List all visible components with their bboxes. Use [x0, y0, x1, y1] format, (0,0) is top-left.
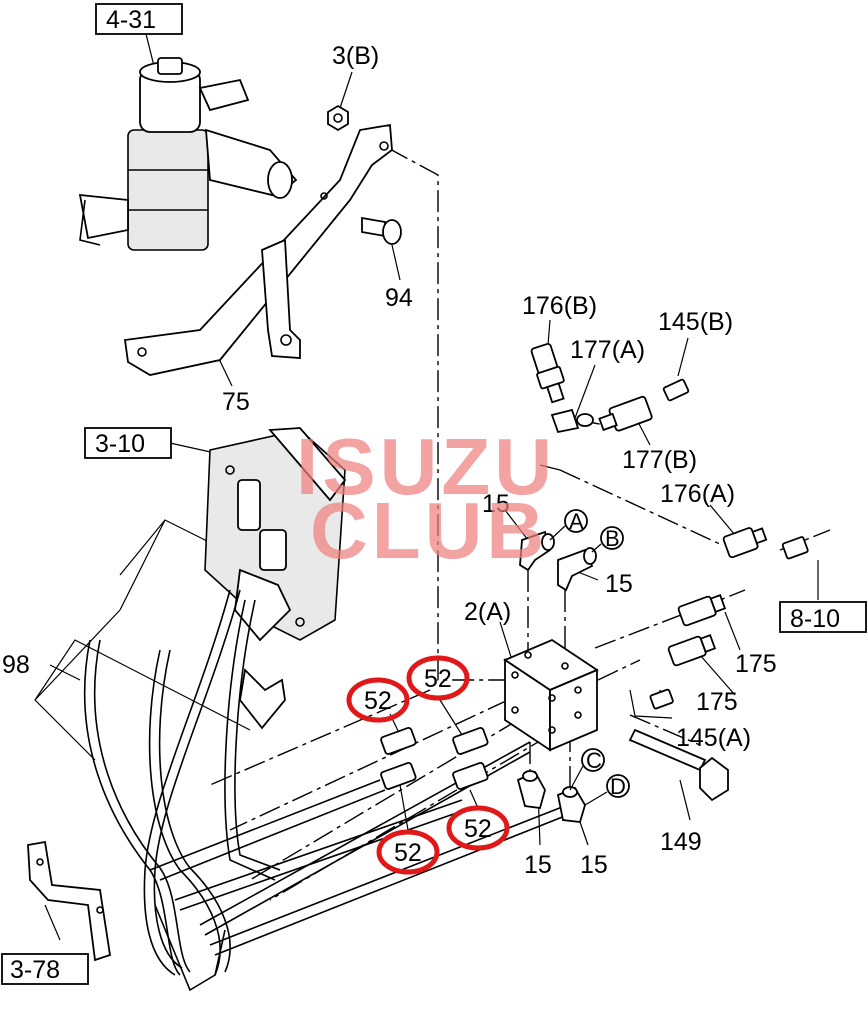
- callout-a: A: [569, 509, 584, 534]
- letter-callouts: A B C D: [549, 509, 630, 806]
- watermark-line-2: CLUB: [310, 486, 548, 575]
- callout-d: D: [610, 774, 626, 799]
- label-3b: 3(B): [332, 42, 379, 70]
- highlight-ring-52-d: [446, 805, 510, 851]
- callout-b: B: [605, 526, 620, 551]
- label-15-a: 15: [482, 490, 510, 518]
- label-52-b: 52: [424, 665, 452, 693]
- label-176b: 176(B): [522, 292, 597, 320]
- label-149: 149: [660, 828, 702, 856]
- highlight-ring-52-c: [376, 829, 440, 875]
- highlighted-52-labels: 52 52 52 52: [346, 655, 510, 875]
- distribution-block: [503, 638, 599, 752]
- label-98: 98: [2, 651, 30, 679]
- callout-circle-c: [581, 748, 605, 772]
- ref-box-8-10: [779, 601, 867, 633]
- label-52-c: 52: [394, 839, 422, 867]
- label-175-a: 175: [735, 650, 777, 678]
- label-15-c: 15: [524, 851, 552, 879]
- callout-circle-a: [564, 509, 588, 533]
- watermark: ISUZU CLUB: [296, 422, 556, 575]
- ref-box-4-31: [95, 3, 183, 35]
- label-75: 75: [222, 388, 250, 416]
- pipe-clip: [27, 840, 112, 962]
- label-176a: 176(A): [660, 480, 735, 508]
- part-labels: 3(B) 94 75 176(B) 177(A) 145(B) 177(B) 1…: [2, 42, 777, 879]
- highlight-ring-52-a: [346, 677, 410, 723]
- label-94: 94: [385, 284, 413, 312]
- label-2a: 2(A): [464, 598, 511, 626]
- label-177b: 177(B): [622, 446, 697, 474]
- label-175-b: 175: [696, 688, 738, 716]
- mounting-bracket: [123, 104, 402, 376]
- ref-3-78-text: 3-78: [10, 956, 60, 984]
- control-valve-assembly: [204, 427, 347, 730]
- callout-circle-d: [606, 774, 630, 798]
- label-15-d: 15: [580, 851, 608, 879]
- ref-3-10-text: 3-10: [95, 430, 145, 458]
- watermark-line-1: ISUZU: [296, 422, 556, 511]
- label-52-d: 52: [464, 815, 492, 843]
- label-15-b: 15: [605, 570, 633, 598]
- ref-8-10-text: 8-10: [790, 605, 840, 633]
- ref-box-3-78: [1, 953, 89, 985]
- fittings: [380, 343, 809, 823]
- label-145a: 145(A): [676, 724, 751, 752]
- label-52-a: 52: [364, 687, 392, 715]
- reference-boxes: 4-31 3-10 8-10 3-78: [1, 3, 867, 985]
- callout-c: C: [586, 748, 602, 773]
- label-145b: 145(B): [658, 308, 733, 336]
- ref-4-31-text: 4-31: [106, 6, 156, 34]
- ref-box-3-10: [84, 427, 172, 459]
- callout-circle-b: [600, 526, 624, 550]
- highlight-ring-52-b: [406, 655, 470, 701]
- steering-pump-assembly: [78, 57, 298, 251]
- label-177a: 177(A): [570, 336, 645, 364]
- pipe-bundle: [83, 589, 581, 992]
